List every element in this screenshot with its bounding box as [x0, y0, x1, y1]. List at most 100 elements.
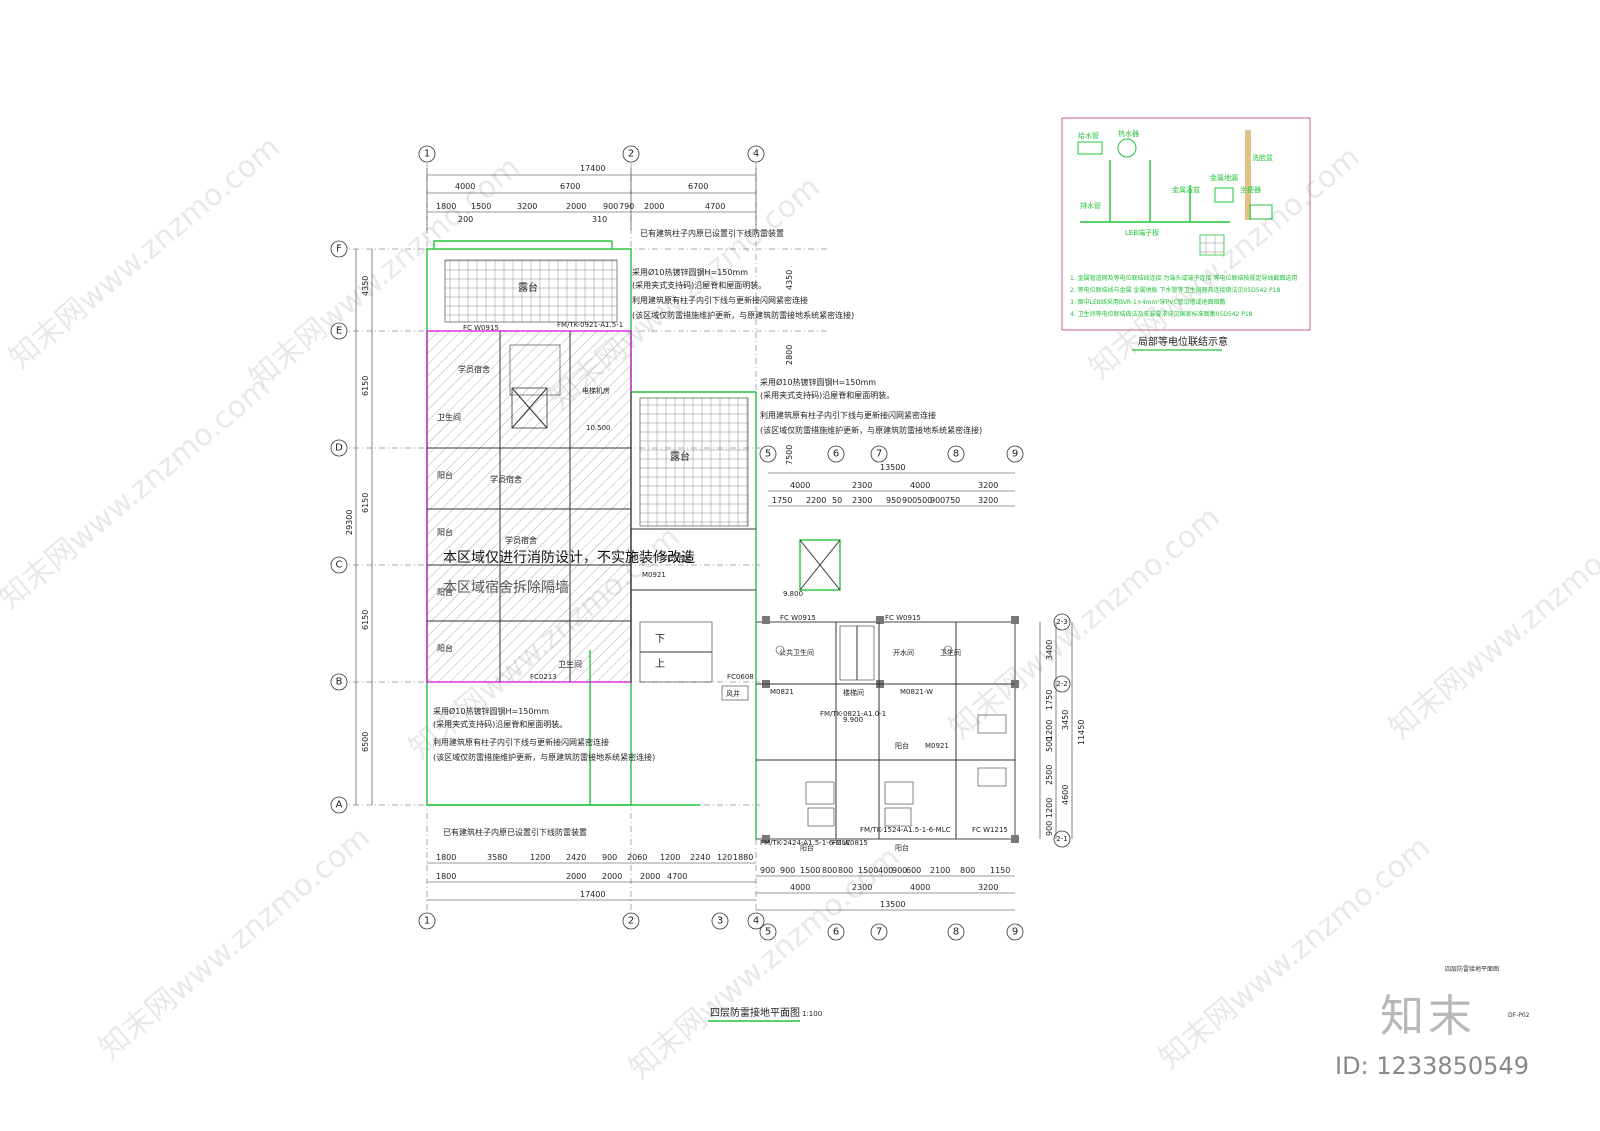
watermark-text: 知末网www.znzmo.com [93, 820, 377, 1066]
svg-text:6700: 6700 [560, 182, 580, 191]
svg-text:900: 900 [602, 853, 617, 862]
axis-bubble-label: 4 [753, 916, 759, 927]
svg-text:利用建筑原有柱子内引下线与更新接闪网紧密连接: 利用建筑原有柱子内引下线与更新接闪网紧密连接 [760, 410, 936, 420]
svg-text:(采用夹式支持码)沿屋脊和屋面明装。: (采用夹式支持码)沿屋脊和屋面明装。 [760, 390, 894, 400]
svg-text:500: 500 [917, 496, 932, 505]
svg-text:8: 8 [953, 927, 959, 938]
svg-text:1200: 1200 [660, 853, 680, 862]
svg-text:9.800: 9.800 [783, 590, 803, 598]
svg-text:排水管: 排水管 [1080, 201, 1101, 210]
svg-text:3400: 3400 [1045, 640, 1054, 660]
axis-bubble-label: D [335, 443, 343, 454]
svg-text:上: 上 [655, 658, 665, 670]
sheet-code: DF-P02 [1508, 1012, 1530, 1019]
svg-text:金属地漏: 金属地漏 [1210, 173, 1238, 182]
svg-text:9: 9 [1012, 927, 1018, 938]
axis-bubble-label: 2 [628, 149, 634, 160]
svg-text:2100: 2100 [930, 866, 950, 875]
svg-text:1750: 1750 [1045, 690, 1054, 710]
svg-text:3200: 3200 [978, 496, 998, 505]
svg-text:阳台: 阳台 [895, 741, 909, 750]
svg-text:6150: 6150 [361, 493, 370, 513]
axis-bubbles-right-rows: 2-3 2-2 2-1 [1053, 613, 1071, 848]
svg-text:(该区域仅防雷措施维护更新，与原建筑防雷接地系统紧密连接): (该区域仅防雷措施维护更新，与原建筑防雷接地系统紧密连接) [433, 752, 655, 762]
svg-text:2. 等电位联结线与金属 金属地板 下水管等卫生间器具连接做: 2. 等电位联结线与金属 金属地板 下水管等卫生间器具连接做法见05D542 P… [1070, 286, 1280, 294]
axis-bubbles-right-top: 5 6 7 8 9 [759, 445, 1024, 463]
svg-text:2-2: 2-2 [1056, 680, 1067, 688]
svg-text:已有建筑柱子内原已设置引下线防雷装置: 已有建筑柱子内原已设置引下线防雷装置 [443, 827, 587, 837]
svg-text:310: 310 [592, 215, 607, 224]
terrace-top [444, 259, 618, 323]
svg-text:4700: 4700 [667, 872, 687, 881]
svg-text:采用Ø10热镀锌圆钢H=150mm: 采用Ø10热镀锌圆钢H=150mm [632, 267, 748, 277]
svg-text:热水器: 热水器 [1118, 129, 1139, 138]
svg-text:下: 下 [655, 634, 665, 645]
svg-text:4700: 4700 [705, 202, 725, 211]
axis-bubble-label: E [336, 326, 342, 337]
svg-text:阳台: 阳台 [437, 587, 453, 597]
svg-text:900: 900 [902, 496, 917, 505]
svg-text:开水间: 开水间 [893, 648, 914, 657]
dimension-left: 29300 4350 6150 6150 6150 6500 [345, 249, 373, 805]
watermark-text: 知末网www.znzmo.com [1383, 500, 1600, 746]
svg-text:7: 7 [876, 449, 882, 460]
svg-text:LEB端子板: LEB端子板 [1125, 228, 1159, 237]
legend-box: 给水管 热水器 金属浴盆 坐便器 洗脸盆 排水管 金属地漏 LEB端子板 1. … [1061, 117, 1311, 351]
dimension-bottom: 1800 3580 1200 2420 900 2060 1200 2240 1… [427, 853, 756, 901]
svg-text:400: 400 [878, 866, 893, 875]
axis-bubble-label: 1 [424, 916, 430, 927]
watermark-text: 知末网www.znzmo.com [623, 840, 907, 1086]
svg-text:6: 6 [833, 927, 839, 938]
axis-bubble-label: 2 [628, 916, 634, 927]
svg-text:利用建筑原有柱子内引下线与更新接闪网紧密连接: 利用建筑原有柱子内引下线与更新接闪网紧密连接 [433, 737, 609, 747]
watermark-text: 知末网www.znzmo.com [3, 130, 287, 376]
svg-text:1800: 1800 [436, 872, 456, 881]
svg-text:阳台: 阳台 [895, 843, 909, 852]
svg-text:6150: 6150 [361, 610, 370, 630]
level-mark: 10.500 [586, 424, 611, 432]
svg-text:风井: 风井 [726, 689, 740, 698]
svg-text:学员宿舍: 学员宿舍 [660, 553, 692, 563]
axis-bubbles-top: 1 2 4 [418, 145, 765, 163]
svg-text:利用建筑原有柱子内引下线与更新接闪网紧密连接: 利用建筑原有柱子内引下线与更新接闪网紧密连接 [632, 295, 808, 305]
svg-text:6: 6 [833, 449, 839, 460]
svg-text:7: 7 [876, 927, 882, 938]
svg-text:790: 790 [619, 202, 634, 211]
svg-text:(采用夹式支持码)沿屋脊和屋面明装。: (采用夹式支持码)沿屋脊和屋面明装。 [433, 719, 567, 729]
room-label: 电梯机房 [582, 386, 610, 395]
watermark-layer: 知末网www.znzmo.com 知末网www.znzmo.com 知末网www… [0, 130, 1600, 1086]
svg-text:900: 900 [930, 496, 945, 505]
svg-text:900: 900 [1045, 821, 1054, 836]
watermark-id: ID: 1233850549 [1335, 1052, 1529, 1080]
svg-text:2300: 2300 [852, 883, 872, 892]
annotation-top: 已有建筑柱子内原已设置引下线防雷装置 采用Ø10热镀锌圆钢H=150mm (采用… [632, 228, 854, 320]
axis-bubble-label: 4 [753, 149, 759, 160]
svg-text:4000: 4000 [790, 883, 810, 892]
svg-text:6150: 6150 [361, 376, 370, 396]
svg-text:公共卫生间: 公共卫生间 [779, 648, 814, 657]
svg-text:采用Ø10热镀锌圆钢H=150mm: 采用Ø10热镀锌圆钢H=150mm [433, 706, 549, 716]
axis-bubble-label: A [336, 800, 343, 811]
svg-text:17400: 17400 [580, 890, 605, 899]
svg-text:4600: 4600 [1061, 785, 1070, 805]
svg-text:3. 图中LEB线采用BVR-1×4mm²穿PVC管沿墙或地: 3. 图中LEB线采用BVR-1×4mm²穿PVC管沿墙或地面暗敷 [1070, 298, 1226, 306]
svg-text:4. 卫生间等电位联结做法及安装要求详见国家标准图集05D5: 4. 卫生间等电位联结做法及安装要求详见国家标准图集05D542 P18 [1070, 310, 1253, 318]
dimension-top: 17400 4000 6700 6700 1800 1500 3200 2000… [426, 164, 757, 230]
svg-text:(该区域仅防雷措施维护更新，与原建筑防雷接地系统紧密连接): (该区域仅防雷措施维护更新，与原建筑防雷接地系统紧密连接) [760, 425, 982, 435]
svg-text:50: 50 [832, 496, 842, 505]
svg-text:9.900: 9.900 [843, 716, 863, 724]
svg-text:2800: 2800 [785, 345, 794, 365]
svg-text:3200: 3200 [517, 202, 537, 211]
legend-frame [1061, 117, 1311, 331]
svg-text:7500: 7500 [785, 445, 794, 465]
svg-text:2-1: 2-1 [1056, 835, 1067, 843]
annotation-mid: 采用Ø10热镀锌圆钢H=150mm (采用夹式支持码)沿屋脊和屋面明装。 利用建… [760, 377, 982, 435]
svg-text:卫生间: 卫生间 [940, 648, 961, 657]
svg-text:200: 200 [458, 215, 473, 224]
room-label: 露台 [670, 450, 690, 463]
svg-text:4000: 4000 [910, 481, 930, 490]
watermark-text: 知末网www.znzmo.com [0, 370, 277, 616]
svg-text:4350: 4350 [361, 276, 370, 296]
svg-text:给水管: 给水管 [1078, 131, 1099, 140]
sheet-title: 四层防雷接地平面图 [1445, 966, 1500, 973]
